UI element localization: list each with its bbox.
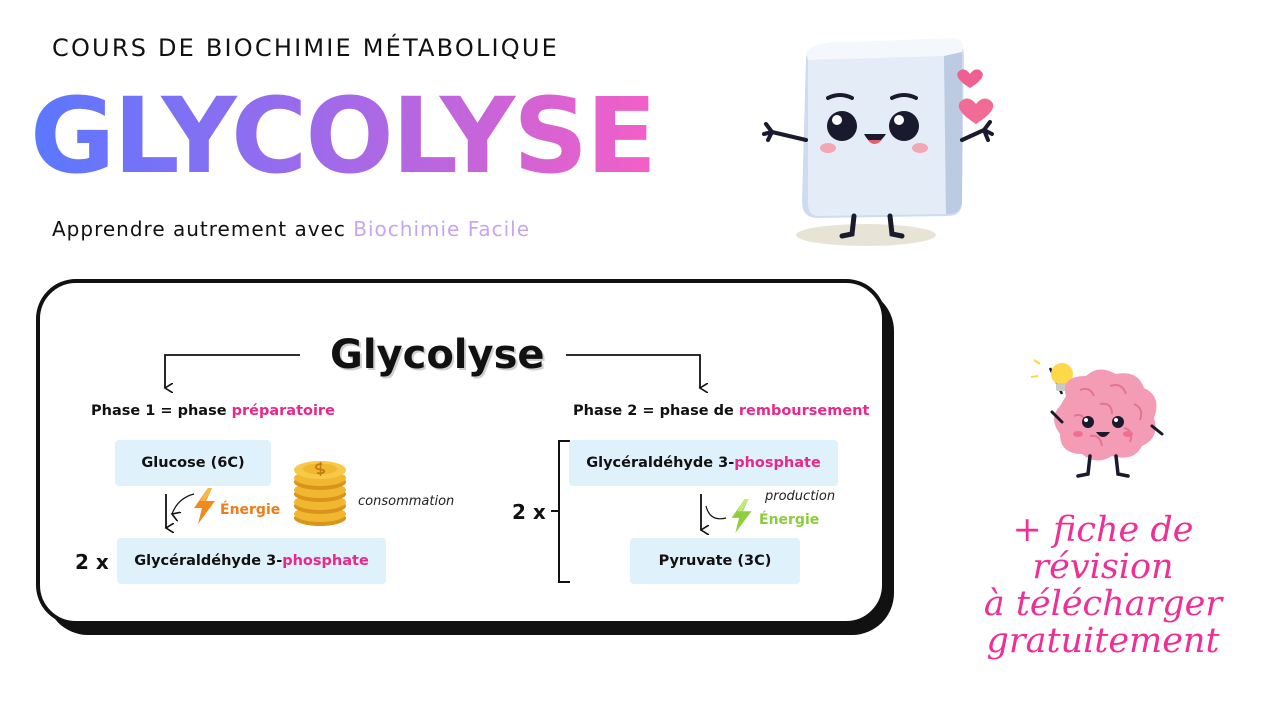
phase2-label-highlight: remboursement <box>738 403 870 419</box>
phase2-input-highlight: phosphate <box>734 455 821 471</box>
phase1-input: Glucose (6C) <box>141 455 245 471</box>
promo-line-3: gratuitement <box>986 621 1220 661</box>
phase2-energy-label: Énergie <box>759 512 820 528</box>
phase2-multiplier: 2 x <box>512 500 546 524</box>
phase2-output: Pyruvate (3C) <box>658 553 772 569</box>
tagline: Apprendre autrement avec Biochimie Facil… <box>52 217 530 241</box>
phase1-label: Phase 1 = phase préparatoire <box>91 403 335 419</box>
tagline-prefix: Apprendre autrement avec <box>52 217 346 241</box>
course-title: COURS DE BIOCHIMIE MÉTABOLIQUE <box>52 34 560 62</box>
phase1-energy-note: consommation <box>358 494 455 509</box>
diagram-title: Glycolyse <box>330 332 545 378</box>
phase2-label: Phase 2 = phase de remboursement <box>573 403 869 419</box>
phase2-energy-note: production <box>765 489 836 504</box>
promo-line-1: + fiche de révision <box>1012 510 1194 587</box>
phase1-output-box: Glycéraldéhyde 3-phosphate <box>117 538 386 584</box>
phase2-input-prefix: Glycéraldéhyde 3- <box>586 455 735 471</box>
phase2-label-prefix: Phase 2 = phase de <box>573 403 734 419</box>
phase1-output-prefix: Glycéraldéhyde 3- <box>134 553 283 569</box>
phase2-output-box: Pyruvate (3C) <box>630 538 800 584</box>
phase1-output-highlight: phosphate <box>282 553 369 569</box>
phase1-multiplier: 2 x <box>75 550 109 574</box>
phase2-input-box: Glycéraldéhyde 3-phosphate <box>569 440 838 486</box>
lightning-icon <box>194 488 215 524</box>
phase1-label-highlight: préparatoire <box>231 403 335 419</box>
page-title: GLYCOLYSE <box>30 75 657 197</box>
download-promo[interactable]: + fiche de révision à télécharger gratui… <box>938 512 1268 660</box>
sugar-cube-mascot-icon <box>762 38 994 246</box>
phase1-label-prefix: Phase 1 = phase <box>91 403 227 419</box>
phase1-energy-label: Énergie <box>220 502 281 518</box>
promo-line-2: à télécharger <box>983 584 1223 624</box>
phase1-input-box: Glucose (6C) <box>115 440 271 486</box>
brand-name: Biochimie Facile <box>353 217 531 241</box>
lightning-icon <box>731 498 752 534</box>
brain-mascot-icon <box>1030 356 1164 478</box>
coins-icon <box>294 461 346 526</box>
